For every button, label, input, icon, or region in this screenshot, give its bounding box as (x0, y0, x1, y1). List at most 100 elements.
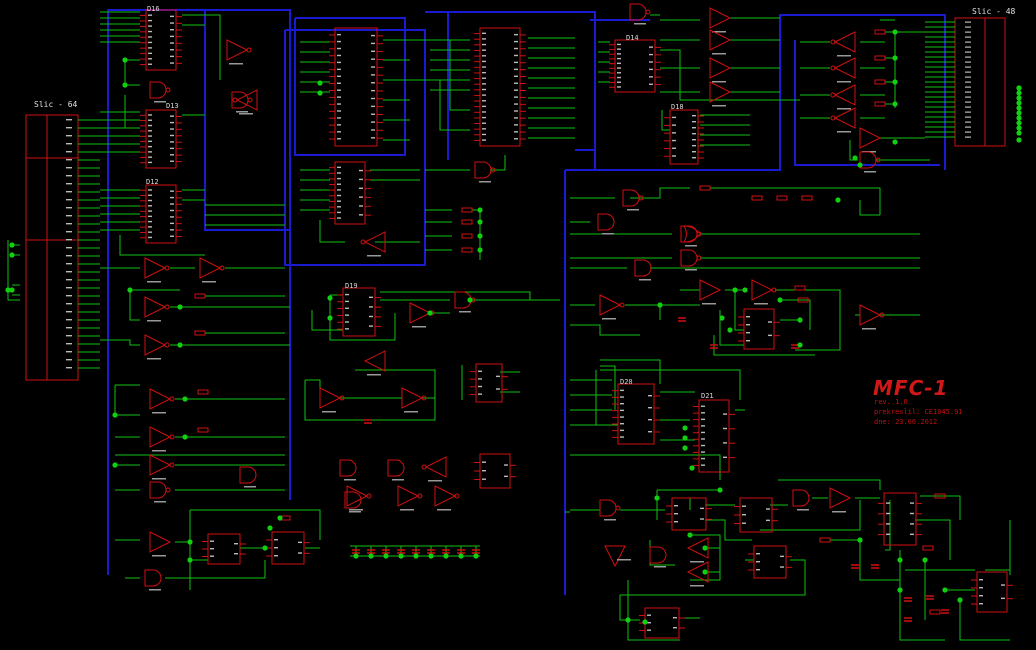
junction-dot (317, 80, 323, 86)
junction-dot (892, 55, 898, 61)
junction-dot (897, 557, 903, 563)
resistor (461, 219, 473, 225)
wire (660, 49, 800, 101)
junction-dot (187, 539, 193, 545)
wire (859, 540, 900, 581)
resistor (874, 29, 886, 35)
capacitor (904, 617, 912, 622)
capacitor (442, 549, 450, 554)
junction-dot (383, 553, 389, 559)
and-gate (239, 466, 257, 488)
junction-dot (1016, 90, 1022, 96)
resistor (874, 55, 886, 61)
bus-lines (107, 9, 946, 595)
and-gate (344, 491, 362, 513)
junction-dot (717, 487, 723, 493)
ic-d12 (140, 184, 182, 244)
wire (114, 385, 140, 416)
inverter-gate (421, 456, 447, 482)
wire (190, 509, 321, 540)
junction-dot (327, 315, 333, 321)
chip-label: D13 (166, 102, 179, 110)
junction-dot (897, 587, 903, 593)
nand-gate (622, 189, 644, 211)
junction-dot (942, 587, 948, 593)
ic-large-right (474, 27, 526, 147)
buffer-gate (686, 561, 709, 587)
junction-dot (857, 162, 863, 168)
wire (100, 339, 140, 346)
junction-dot (957, 597, 963, 603)
wire (319, 220, 345, 243)
and-gate (792, 489, 810, 511)
inverter-gate (859, 304, 885, 330)
inverter-gate (401, 387, 427, 413)
and-gate (634, 259, 652, 281)
junction-dot (127, 287, 133, 293)
resistor (197, 389, 209, 395)
junction-dot (398, 553, 404, 559)
resistor (461, 207, 473, 213)
resistor (699, 185, 711, 191)
and-gate (649, 546, 667, 568)
junction-dot (443, 553, 449, 559)
nand-gate (149, 81, 171, 103)
junction-dot (353, 553, 359, 559)
inverter-gate (144, 257, 170, 283)
ic-mid-block (329, 161, 371, 225)
ic-small-block (470, 363, 508, 403)
components (25, 3, 1013, 639)
capacitor (941, 609, 949, 614)
connector-left-label: Slic - 64 (34, 100, 78, 109)
bus-line (284, 29, 426, 266)
chip-label: D21 (701, 392, 714, 400)
and-gate (144, 569, 162, 591)
inverter-gate (599, 294, 625, 320)
resistor (801, 195, 813, 201)
inverter-gate (830, 57, 856, 83)
junction-dot (458, 553, 464, 559)
junction-dot (467, 297, 473, 303)
nand-gate (149, 481, 171, 503)
junction-dot (797, 317, 803, 323)
wire (719, 310, 744, 346)
junction-dot (9, 252, 15, 258)
wire (7, 240, 20, 301)
junction-dot (182, 396, 188, 402)
junction-dot (687, 532, 693, 538)
nand-gate (231, 91, 253, 113)
junction-dot (777, 297, 783, 303)
wire (627, 580, 680, 641)
junction-dot (625, 617, 631, 623)
buffer-gate (149, 531, 172, 557)
wire (959, 600, 1010, 641)
junction-dots (5, 29, 1022, 625)
capacitor (851, 564, 859, 569)
chip-label: D14 (626, 34, 639, 42)
junction-dot (428, 553, 434, 559)
junction-dot (112, 462, 118, 468)
wire (705, 519, 752, 541)
inverter-gate (144, 334, 170, 360)
wire (710, 187, 881, 215)
junction-dot (682, 435, 688, 441)
wire (410, 79, 470, 131)
or-gate (683, 225, 701, 243)
buffer-gate (363, 350, 386, 376)
capacitor (710, 344, 718, 349)
inverter-gate (226, 39, 252, 65)
wire (778, 479, 881, 490)
inverter-gate (360, 231, 386, 257)
inverter-gate (751, 279, 777, 305)
resistor (929, 609, 941, 615)
junction-dot (187, 557, 193, 563)
author-text: prekreslil: CE1045.91 (874, 408, 963, 416)
junction-dot (122, 82, 128, 88)
ic-flipflop-c (202, 533, 246, 565)
resistor (776, 195, 788, 201)
resistor (874, 101, 886, 107)
inverter-gate (830, 31, 856, 57)
resistor (197, 427, 209, 433)
inverter-gate (830, 107, 856, 133)
wire (630, 187, 690, 199)
